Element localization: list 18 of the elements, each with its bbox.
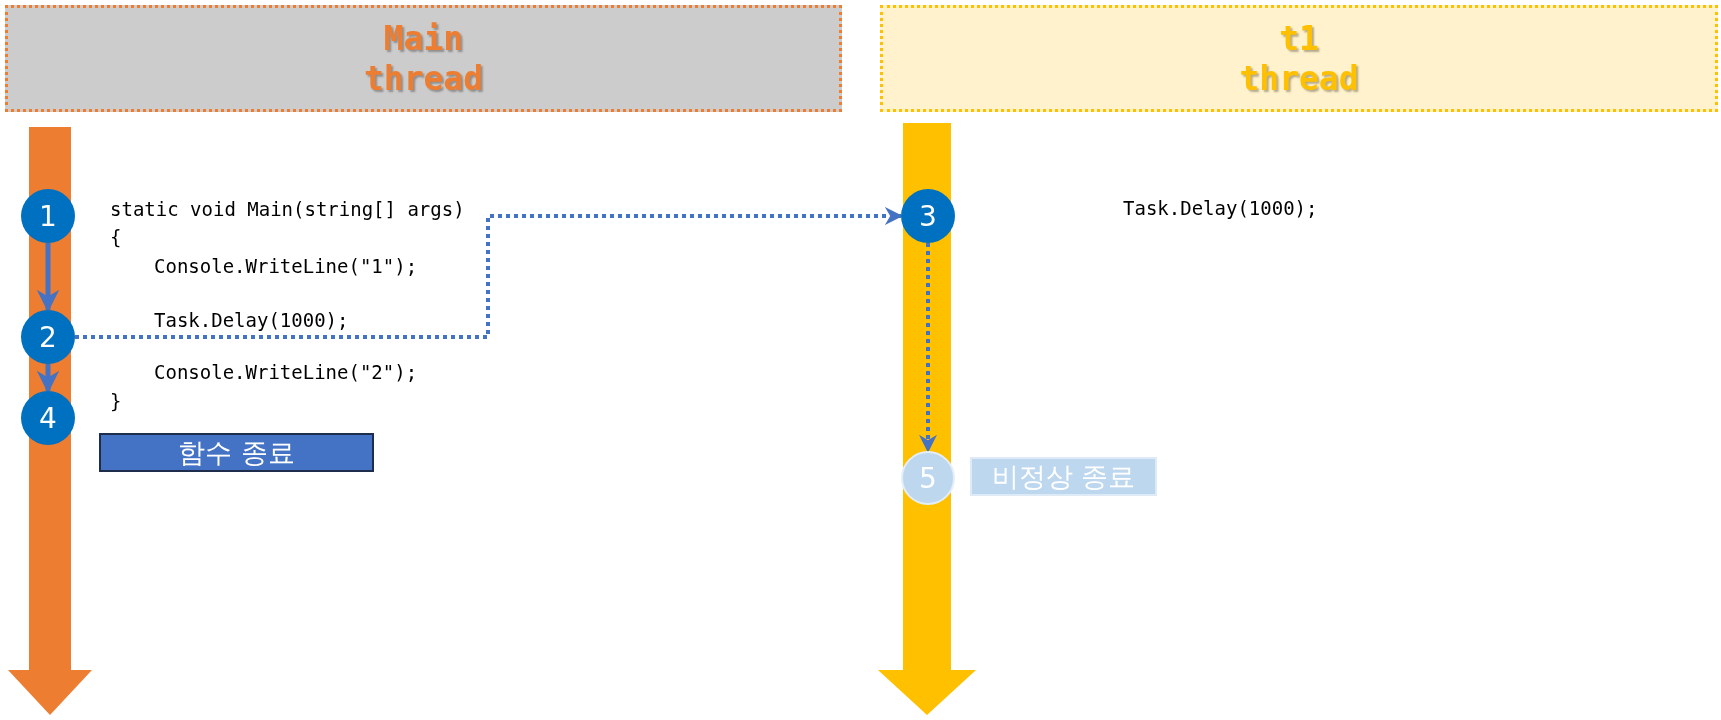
step-circle: 2 [21,310,75,364]
arrow [919,243,937,453]
code-line: static void Main(string[] args) [110,198,465,220]
step-circle: 4 [21,391,75,445]
step-circle: 1 [21,189,75,243]
code-line: Console.WriteLine("1"); [154,255,418,277]
arrow [36,364,60,394]
arrow [75,207,903,339]
code-line: } [110,390,122,412]
code-line: Console.WriteLine("2"); [154,361,418,383]
status-box: 비정상 종료 [970,457,1157,496]
code-line: Task.Delay(1000); [154,309,349,331]
arrow [36,243,60,313]
thread-header: t1 thread [880,5,1718,112]
status-box: 함수 종료 [99,433,374,472]
code-line: Task.Delay(1000); [1123,197,1318,219]
code-line: { [110,226,122,248]
thread-header: Main thread [5,5,842,112]
